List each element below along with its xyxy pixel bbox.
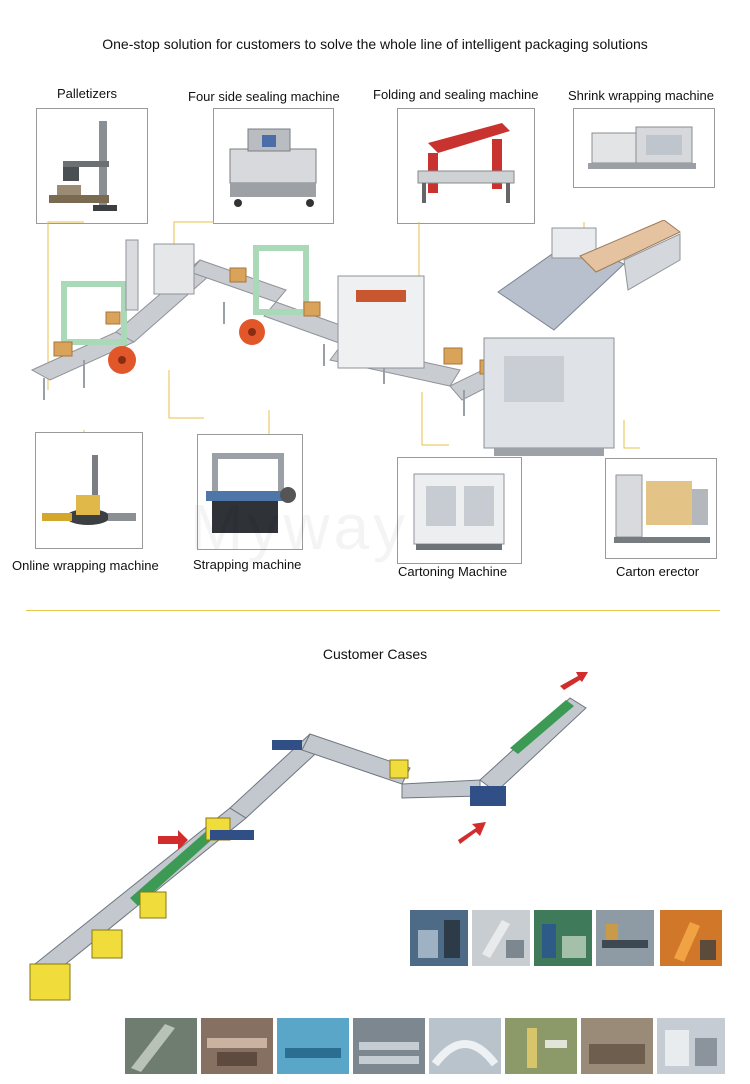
case-photo-10 (429, 1018, 501, 1074)
watermark: Myway (190, 490, 409, 564)
label-strapping: Strapping machine (193, 557, 302, 572)
label-four-side-sealing: Four side sealing machine (188, 89, 340, 104)
case-photo-2 (472, 910, 530, 966)
carton-erector-icon (605, 458, 717, 559)
label-carton-erector: Carton erector (616, 564, 700, 579)
label-folding-sealing: Folding and sealing machine (373, 87, 539, 102)
sealing-machine-icon (213, 108, 334, 224)
section-divider (26, 610, 720, 611)
label-online-wrapping: Online wrapping machine (12, 558, 159, 573)
case-photo-4 (596, 910, 654, 966)
customer-cases-title: Customer Cases (322, 646, 428, 662)
page-headline: One-stop solution for customers to solve… (102, 36, 648, 52)
case-photo-5 (660, 910, 722, 966)
customer-line-layout (10, 668, 600, 1018)
case-photo-3 (534, 910, 592, 966)
case-photo-13 (657, 1018, 725, 1074)
label-shrink-wrapping: Shrink wrapping machine (568, 88, 714, 103)
cartoning-machine-icon (397, 457, 522, 564)
packaging-line-illustration (24, 219, 724, 482)
case-photo-7 (201, 1018, 273, 1074)
label-palletizers: Palletizers (57, 86, 117, 101)
case-photo-11 (505, 1018, 577, 1074)
palletizer-robot-icon (36, 108, 148, 224)
folding-sealer-icon (397, 108, 535, 224)
case-photo-9 (353, 1018, 425, 1074)
case-photo-8 (277, 1018, 349, 1074)
case-photo-1 (410, 910, 468, 966)
case-photo-12 (581, 1018, 653, 1074)
strapping-machine-icon (197, 434, 303, 550)
case-photo-6 (125, 1018, 197, 1074)
shrink-wrapper-icon (573, 108, 715, 188)
label-cartoning: Cartoning Machine (398, 564, 508, 579)
stretch-wrapper-icon (35, 432, 143, 549)
